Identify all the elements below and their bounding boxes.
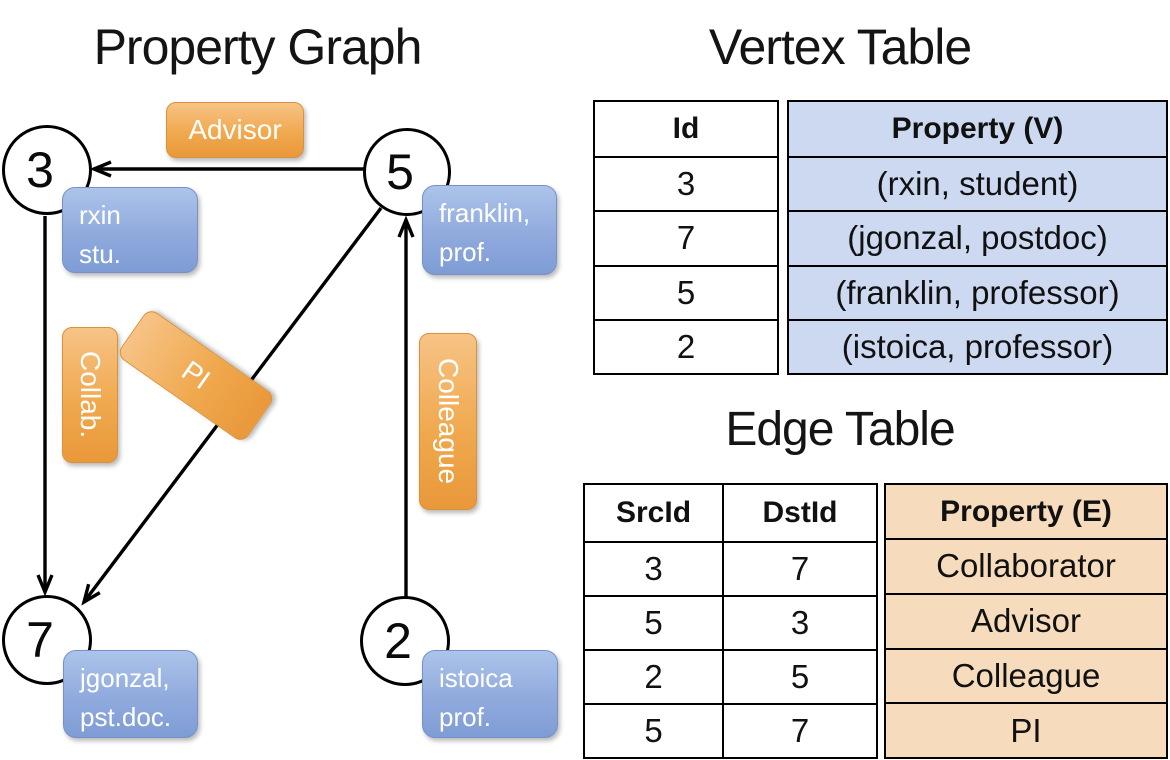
edge-label-colleague: Colleague: [419, 333, 477, 510]
vertex-table-id-column: Id 3 7 5 2: [593, 100, 779, 375]
table-cell: (franklin, professor): [789, 264, 1166, 319]
node-id: 7: [26, 612, 54, 668]
table-cell: 5: [724, 649, 876, 703]
table-cell: 5: [595, 264, 777, 319]
table-cell: 3: [595, 156, 777, 210]
vertex-id-header: Id: [672, 112, 700, 145]
table-cell: Advisor: [886, 592, 1166, 648]
vertex-property-box-2: istoica prof.: [422, 650, 558, 738]
node-id: 2: [384, 613, 412, 669]
vertex-property-header: Property (V): [789, 102, 1166, 156]
edge-property-header: Property (E): [886, 485, 1166, 538]
node-id: 5: [386, 144, 414, 200]
edge-dstid-header: DstId: [762, 496, 838, 529]
node-id: 3: [26, 142, 54, 198]
graph-node-3: 3: [2, 125, 92, 215]
edge-table-id-columns: SrcId DstId 3 7 5 3 2 5 5 7: [583, 483, 878, 759]
table-cell: (jgonzal, postdoc): [789, 210, 1166, 265]
graph-node-5: 5: [363, 128, 451, 216]
table-cell: Collaborator: [886, 538, 1166, 593]
table-cell: (istoica, professor): [789, 318, 1166, 373]
edge-srcid-header: SrcId: [585, 485, 724, 541]
table-cell: (rxin, student): [789, 156, 1166, 211]
table-cell: 5: [585, 595, 724, 649]
edge-label-collab: Collab.: [62, 327, 118, 463]
table-cell: 7: [595, 210, 777, 264]
vertex-table-property-column: Property (V) (rxin, student) (jgonzal, p…: [787, 100, 1168, 375]
table-cell: 7: [724, 541, 876, 595]
table-cell: PI: [886, 702, 1166, 757]
edge-label-pi: PI: [115, 307, 277, 444]
property-graph-title: Property Graph: [93, 19, 423, 75]
edge-table-title: Edge Table: [725, 403, 955, 456]
vertex-property-box-3: rxin stu.: [62, 187, 198, 273]
vertex-property-box-7: jgonzal, pst.doc.: [63, 650, 198, 738]
table-cell: 2: [585, 649, 724, 703]
vertex-table-title: Vertex Table: [708, 19, 972, 75]
edge-label-advisor: Advisor: [166, 102, 304, 158]
edge-table-property-column: Property (E) Collaborator Advisor Collea…: [884, 483, 1168, 759]
table-cell: 7: [724, 703, 876, 757]
table-cell: 5: [585, 703, 724, 757]
table-cell: 2: [595, 318, 777, 373]
table-cell: 3: [724, 595, 876, 649]
table-cell: Colleague: [886, 647, 1166, 703]
vertex-property-box-5: franklin, prof.: [422, 185, 557, 275]
table-cell: 3: [585, 541, 724, 595]
